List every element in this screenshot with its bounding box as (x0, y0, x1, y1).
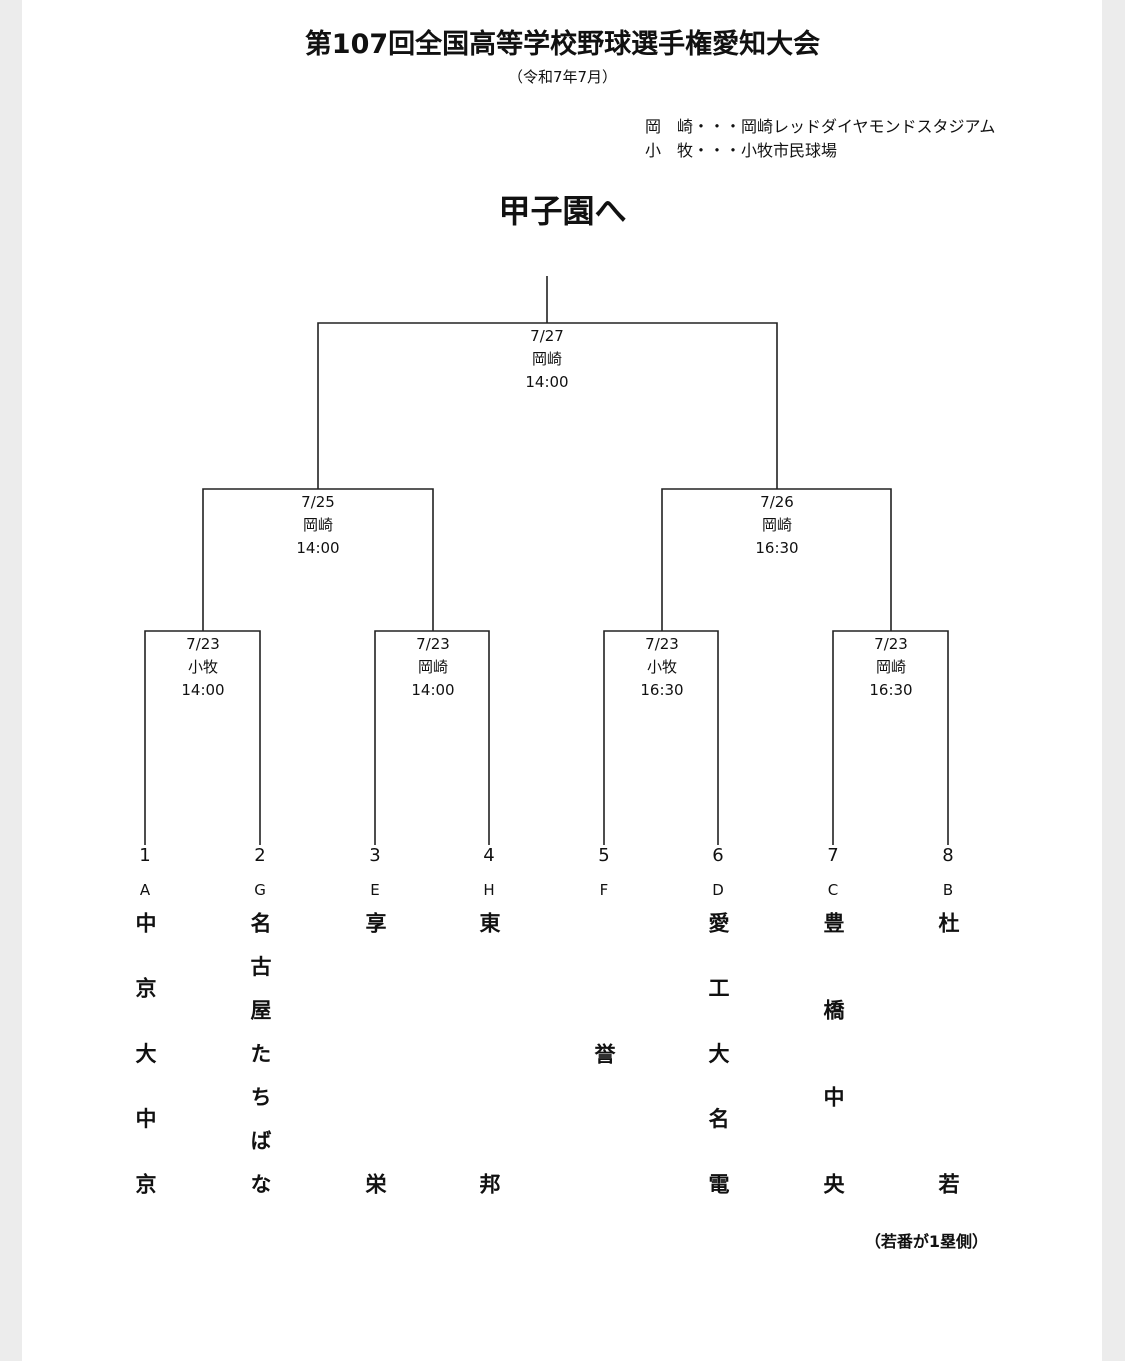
seed-number: 4 (483, 845, 495, 866)
semifinal-bracket-1 (202, 488, 434, 631)
seed-number: 2 (254, 845, 266, 866)
seed-number: 6 (712, 845, 724, 866)
match-time: 14:00 (181, 681, 225, 699)
team-name: 東邦 (477, 912, 501, 1194)
quarterfinal-bracket-1 (144, 630, 261, 845)
match-venue: 岡崎 (761, 516, 792, 534)
match-time: 14:00 (411, 681, 455, 699)
venue-abbr: 岡 崎 (645, 117, 694, 136)
match-date: 7/27 (530, 327, 564, 345)
page-title: 第107回全国高等学校野球選手権愛知大会 (304, 29, 821, 60)
match-venue: 岡崎 (302, 516, 333, 534)
match-date: 7/23 (874, 635, 908, 653)
block-letter: F (599, 881, 609, 899)
seed-number: 5 (598, 845, 610, 866)
match-time: 14:00 (525, 373, 569, 391)
page-subtitle: （令和7年7月） (507, 68, 618, 86)
match-time: 16:30 (869, 681, 913, 699)
quarterfinal-bracket-2 (374, 630, 490, 845)
venue-full: 小牧市民球場 (741, 141, 838, 160)
quarterfinal-bracket-4 (832, 630, 949, 845)
block-letter: H (483, 881, 495, 899)
match-date: 7/25 (301, 493, 335, 511)
block-letter: A (139, 881, 151, 899)
match-venue: 岡崎 (417, 658, 448, 676)
match-date: 7/23 (645, 635, 679, 653)
footnote: （若番が1塁側） (864, 1232, 988, 1251)
match-date: 7/23 (416, 635, 450, 653)
quarterfinal-bracket-3 (603, 630, 719, 845)
team-name: 愛工大名電 (706, 912, 730, 1194)
koshien-heading: 甲子園へ (498, 192, 627, 230)
venue-full: 岡崎レッドダイヤモンドスタジアム (741, 117, 996, 136)
final-match-info: 7/27 岡崎 14:00 (487, 325, 607, 394)
match-time: 16:30 (755, 539, 799, 557)
team-name: 享栄 (363, 912, 387, 1194)
match-date: 7/26 (760, 493, 794, 511)
team-name: 杜若 (936, 912, 960, 1194)
semifinal-bracket-2 (661, 488, 892, 631)
match-venue: 小牧 (187, 658, 218, 676)
document-page (22, 0, 1102, 1361)
team-name: 名古屋たちばな (248, 912, 272, 1194)
final-bracket (317, 322, 778, 489)
match-venue: 岡崎 (875, 658, 906, 676)
match-venue: 岡崎 (531, 350, 562, 368)
seed-number: 8 (942, 845, 954, 866)
match-time: 14:00 (296, 539, 340, 557)
match-venue: 小牧 (646, 658, 677, 676)
quarterfinal-1-info: 7/23 小牧 14:00 (143, 633, 263, 702)
team-name: 誉 (592, 1042, 616, 1064)
team-name: 中京大中京 (133, 912, 157, 1194)
seed-number: 3 (369, 845, 381, 866)
venue-sep: ・・・ (693, 117, 742, 136)
quarterfinal-4-info: 7/23 岡崎 16:30 (831, 633, 951, 702)
venue-legend-komaki: 小 牧・・・小牧市民球場 (645, 137, 837, 161)
match-time: 16:30 (640, 681, 684, 699)
block-letter: B (942, 881, 954, 899)
quarterfinal-3-info: 7/23 小牧 16:30 (602, 633, 722, 702)
seed-number: 7 (827, 845, 839, 866)
seed-number: 1 (139, 845, 151, 866)
semifinal-2-info: 7/26 岡崎 16:30 (717, 491, 837, 560)
block-letter: D (712, 881, 724, 899)
match-date: 7/23 (186, 635, 220, 653)
block-letter: E (370, 881, 380, 899)
venue-legend-okazaki: 岡 崎・・・岡崎レッドダイヤモンドスタジアム (645, 113, 995, 137)
quarterfinal-2-info: 7/23 岡崎 14:00 (373, 633, 493, 702)
block-letter: C (827, 881, 839, 899)
block-letter: G (254, 881, 266, 899)
venue-sep: ・・・ (693, 141, 742, 160)
semifinal-1-info: 7/25 岡崎 14:00 (258, 491, 378, 560)
venue-abbr: 小 牧 (645, 141, 694, 160)
team-name: 豊橋中央 (821, 912, 845, 1194)
